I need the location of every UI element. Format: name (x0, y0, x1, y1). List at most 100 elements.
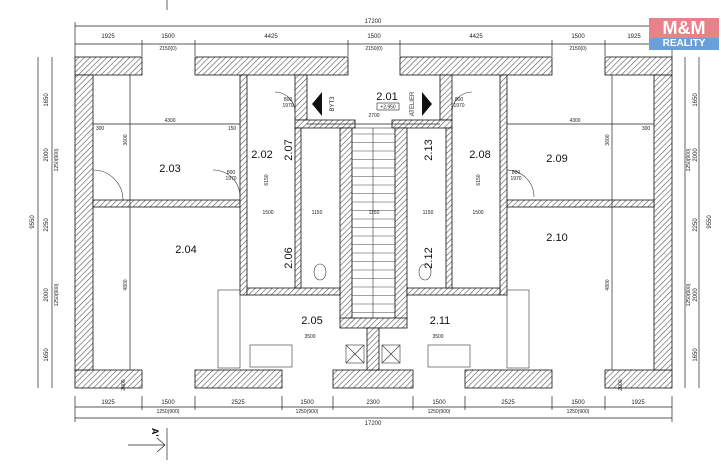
window-dim: 1250(900) (567, 409, 590, 415)
label-byt3: BYT3 (330, 96, 336, 112)
dim-label: 1150 (369, 210, 380, 216)
dim-total-bottom: 17200 (365, 421, 382, 427)
dim-segment: 1925 (101, 400, 115, 406)
dim-segment: 1650 (693, 348, 699, 362)
dim-segment: 1500 (432, 400, 446, 406)
dim-segment: 2250 (693, 218, 699, 232)
room-2-09: 2.09 (546, 153, 567, 165)
dim-label: 2000 (618, 379, 624, 390)
dim-label: 1150 (423, 210, 434, 216)
arrow-left-icon (312, 92, 322, 116)
dim-label: 300 (96, 126, 105, 132)
dim-segment: 2000 (693, 288, 699, 302)
room-2-06: 2.06 (283, 247, 295, 268)
dim-label: 1500 (262, 210, 273, 216)
dim-segment: 1500 (367, 34, 381, 40)
dim-label: 4800 (123, 279, 129, 290)
window-dim: 2150(0) (569, 46, 587, 52)
room-2-02: 2.02 (251, 149, 272, 161)
room-2-07: 2.07 (283, 139, 295, 160)
window-dim: 1250(900) (54, 148, 60, 171)
stair-steps (352, 133, 395, 313)
dim-total-right: 9550 (707, 215, 713, 229)
mm-reality-logo: M&M REALITY (649, 18, 719, 51)
level-mark: +2.950 (380, 105, 396, 111)
window-dim: 1250(900) (296, 409, 319, 415)
top-dimensions: 17200 1925 1500 4425 1500 4425 1500 1925… (74, 19, 673, 58)
dim-label: 3500 (432, 334, 443, 340)
window-dim: 2150(0) (365, 46, 383, 52)
door-tag: 1970 (453, 103, 464, 109)
room-labels: 2.01 2.02 2.03 2.04 2.05 2.06 2.07 2.08 … (159, 91, 567, 327)
logo-bottom: REALITY (649, 38, 719, 50)
room-2-13: 2.13 (423, 139, 435, 160)
room-2-03: 2.03 (159, 163, 180, 175)
arrow-right-icon (422, 92, 432, 116)
dim-segment: 2000 (44, 288, 50, 302)
dim-segment: 2525 (231, 400, 245, 406)
door-tag: 800 (512, 170, 521, 176)
room-2-11: 2.11 (430, 315, 451, 327)
staircase (351, 127, 396, 319)
dim-label: 6150 (476, 174, 482, 185)
door-tag: 800 (284, 97, 293, 103)
dim-label: 4800 (605, 279, 611, 290)
dim-segment: 4425 (469, 34, 483, 40)
room-2-01: 2.01 (376, 91, 397, 103)
dim-label: 1500 (472, 210, 483, 216)
dim-segment: 2525 (501, 400, 515, 406)
dim-segment: 1500 (161, 400, 175, 406)
room-2-12: 2.12 (423, 247, 435, 268)
dim-segment: 1650 (693, 93, 699, 107)
dim-segment: 4425 (264, 34, 278, 40)
fixtures (92, 91, 535, 369)
dim-label: 2000 (121, 379, 127, 390)
door-tag: 800 (455, 97, 464, 103)
bathtub-left (249, 344, 293, 368)
dim-segment: 1925 (631, 400, 645, 406)
dim-label: 4300 (164, 118, 175, 124)
section-marker: A' (128, 0, 168, 460)
window-dim: 2150(0) (159, 46, 177, 52)
dim-label: 3600 (605, 134, 611, 145)
label-atelier: ATELIER (410, 91, 416, 116)
dim-segment: 2300 (366, 400, 380, 406)
dim-segment: 2000 (693, 148, 699, 162)
dim-segment: 1650 (44, 348, 50, 362)
room-2-08: 2.08 (469, 149, 490, 161)
bathtub-right (427, 344, 471, 368)
section-label: A' (150, 428, 160, 437)
dim-segment: 1500 (300, 400, 314, 406)
logo-top: M&M (649, 18, 719, 38)
dim-label: 3500 (304, 334, 315, 340)
dim-label: 300 (642, 126, 651, 132)
dim-label: 1150 (312, 210, 323, 216)
window-dim: 1250(900) (686, 283, 692, 306)
door-tag: 1970 (282, 103, 293, 109)
dim-segment: 1500 (571, 400, 585, 406)
window-dim: 1250(900) (157, 409, 180, 415)
door-tag: 1970 (225, 176, 236, 182)
dim-segment: 2250 (44, 218, 50, 232)
interior-dimensions: 4300 4300 300 300 150 2700 3600 3600 480… (93, 75, 654, 391)
dim-label: 2700 (368, 113, 379, 119)
bottom-dimensions: 1925 1500 2525 1500 2300 1500 2525 1500 … (74, 396, 673, 427)
door-tag: 1970 (510, 176, 521, 182)
door-tag: 800 (227, 170, 236, 176)
dim-segment: 1500 (571, 34, 585, 40)
side-dimensions: 9550 1650 2000 2250 2000 1650 1250(900) … (30, 57, 713, 388)
dim-total-left: 9550 (30, 215, 36, 229)
dim-label: 150 (228, 126, 237, 132)
room-2-04: 2.04 (175, 244, 196, 256)
window-dim: 1250(900) (686, 148, 692, 171)
room-2-05: 2.05 (301, 315, 322, 327)
window-dim: 1250(900) (54, 283, 60, 306)
dim-label: 3600 (123, 134, 129, 145)
window-dim: 1250(900) (428, 409, 451, 415)
dim-segment: 1925 (627, 34, 641, 40)
room-2-10: 2.10 (546, 232, 567, 244)
dim-segment: 1925 (101, 34, 115, 40)
dim-segment: 2000 (44, 148, 50, 162)
dim-label: 6150 (264, 174, 270, 185)
